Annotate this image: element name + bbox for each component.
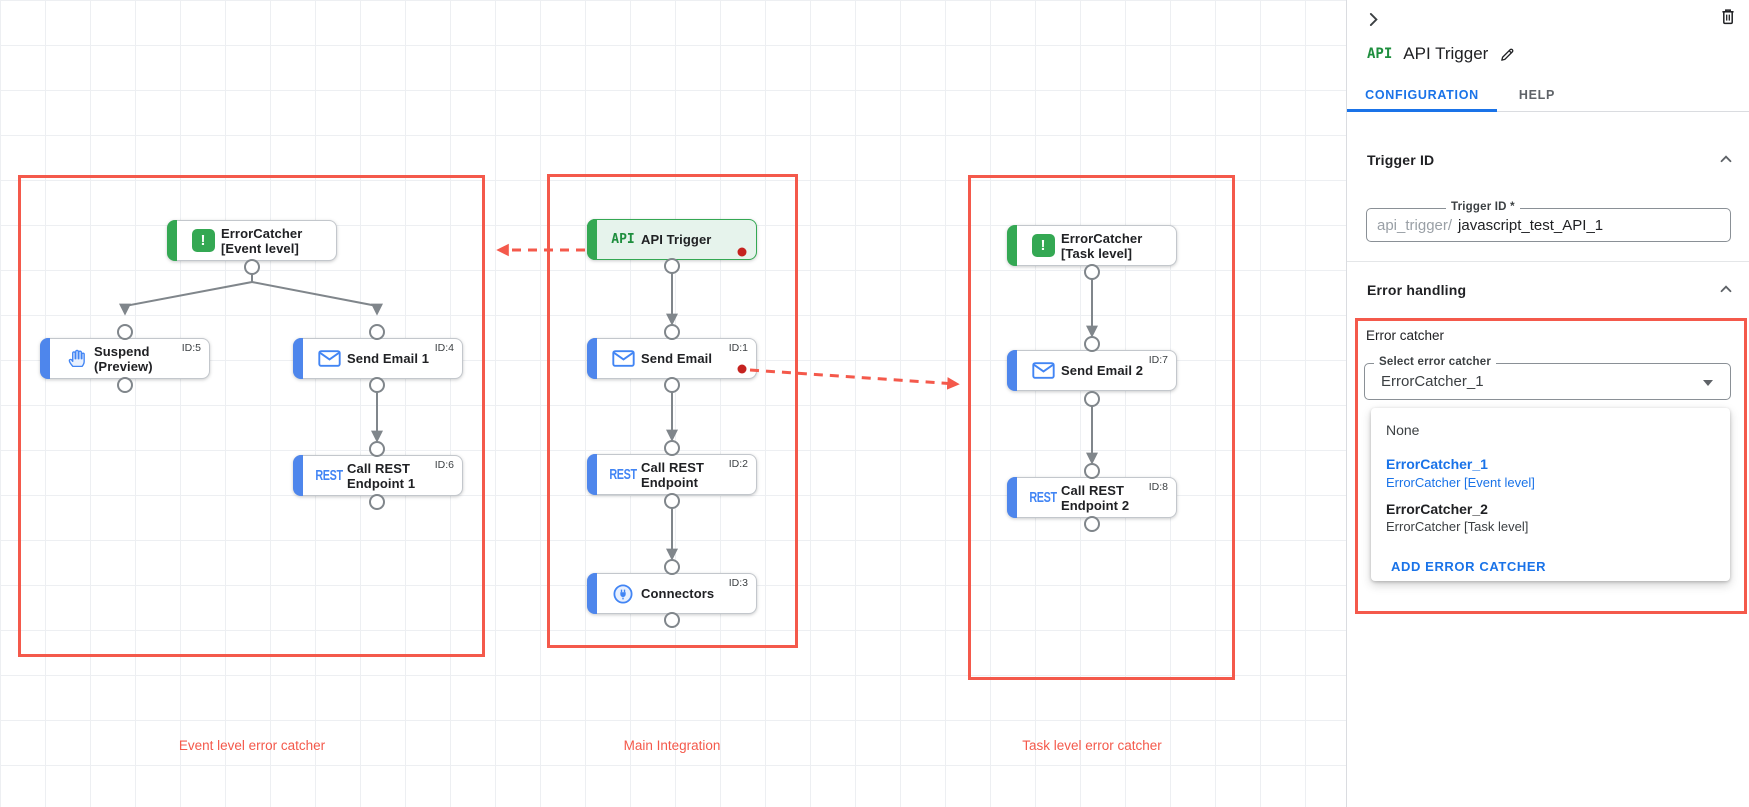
collapse-error-handling-section-button[interactable] bbox=[1719, 282, 1733, 296]
main-integration-annotation-box bbox=[547, 174, 798, 648]
node-color-bar bbox=[167, 220, 177, 261]
task-level-group-label: Task level error catcher bbox=[1022, 738, 1162, 753]
node-color-bar bbox=[293, 455, 303, 496]
delete-trigger-button[interactable] bbox=[1719, 7, 1737, 26]
node-color-bar bbox=[587, 338, 597, 379]
node-api-trigger[interactable]: API API Trigger bbox=[587, 219, 757, 260]
node-send-email[interactable]: Send Email ID:1 bbox=[587, 338, 757, 379]
error-catcher-icon: ! bbox=[191, 229, 215, 252]
node-label: Connectors bbox=[641, 586, 715, 601]
dropdown-caret-icon bbox=[1703, 380, 1713, 386]
event-level-group-label: Event level error catcher bbox=[178, 738, 326, 753]
node-label: Suspend (Preview) bbox=[94, 343, 153, 374]
node-color-bar bbox=[587, 454, 597, 495]
trigger-id-field-label: Trigger ID * bbox=[1446, 201, 1520, 213]
node-label: Send Email 2 bbox=[1061, 363, 1144, 378]
error-catcher-dropdown-menu: None ErrorCatcher_1 ErrorCatcher [Event … bbox=[1371, 408, 1730, 581]
node-call-rest-endpoint-2[interactable]: REST Call REST Endpoint 2 ID:8 bbox=[1007, 477, 1177, 518]
node-call-rest-endpoint-1[interactable]: REST Call REST Endpoint 1 ID:6 bbox=[293, 455, 463, 496]
tab-configuration[interactable]: CONFIGURATION bbox=[1365, 88, 1479, 102]
add-error-catcher-button[interactable]: ADD ERROR CATCHER bbox=[1391, 559, 1547, 574]
chevron-right-icon bbox=[1369, 13, 1378, 26]
trigger-id-value: javascript_test_API_1 bbox=[1458, 216, 1604, 234]
node-label: API Trigger bbox=[641, 232, 712, 247]
hand-icon bbox=[58, 348, 94, 369]
panel-title: API Trigger bbox=[1403, 44, 1489, 63]
error-catcher-annotation-box bbox=[1355, 318, 1747, 614]
node-id-badge: ID:6 bbox=[434, 459, 454, 471]
node-id-badge: ID:2 bbox=[728, 458, 748, 470]
chevron-up-icon bbox=[1720, 155, 1732, 163]
api-icon: API bbox=[611, 232, 635, 247]
node-id-badge: ID:4 bbox=[434, 342, 454, 354]
select-error-catcher-field[interactable]: Select error catcher ErrorCatcher_1 bbox=[1364, 356, 1731, 400]
node-color-bar bbox=[587, 219, 597, 260]
error-handling-section-heading: Error handling bbox=[1367, 282, 1467, 298]
trash-icon bbox=[1722, 9, 1734, 25]
dropdown-option-errorcatcher-2[interactable]: ErrorCatcher_2 bbox=[1386, 501, 1488, 517]
node-label: Call REST Endpoint 2 bbox=[1061, 482, 1130, 513]
node-id-badge: ID:1 bbox=[728, 342, 748, 354]
error-catcher-icon: ! bbox=[1031, 234, 1055, 257]
node-color-bar bbox=[1007, 350, 1017, 391]
node-label: ErrorCatcher [Task level] bbox=[1061, 230, 1143, 261]
node-send-email-1[interactable]: Send Email 1 ID:4 bbox=[293, 338, 463, 379]
node-id-badge: ID:5 bbox=[181, 342, 201, 354]
trigger-id-section-heading: Trigger ID bbox=[1367, 152, 1435, 168]
error-catcher-label: Error catcher bbox=[1366, 328, 1445, 343]
node-id-badge: ID:8 bbox=[1148, 481, 1168, 493]
node-errorcatcher-task-level[interactable]: ! ErrorCatcher [Task level] bbox=[1007, 225, 1177, 266]
select-error-catcher-value: ErrorCatcher_1 bbox=[1381, 373, 1484, 390]
connector-icon bbox=[605, 583, 641, 605]
task-level-annotation-box bbox=[968, 175, 1235, 680]
mail-icon bbox=[605, 350, 641, 367]
node-suspend-preview[interactable]: Suspend (Preview) ID:5 bbox=[40, 338, 210, 379]
event-level-annotation-box bbox=[18, 175, 485, 657]
node-id-badge: ID:3 bbox=[728, 577, 748, 589]
node-color-bar bbox=[587, 573, 597, 614]
node-color-bar bbox=[1007, 225, 1017, 266]
node-label: ErrorCatcher [Event level] bbox=[221, 225, 303, 256]
panel-tabs: CONFIGURATION HELP bbox=[1347, 78, 1749, 112]
node-color-bar bbox=[1007, 477, 1017, 518]
node-errorcatcher-event-level[interactable]: ! ErrorCatcher [Event level] bbox=[167, 220, 337, 261]
node-send-email-2[interactable]: Send Email 2 ID:7 bbox=[1007, 350, 1177, 391]
section-divider bbox=[1347, 261, 1749, 262]
active-tab-underline bbox=[1347, 109, 1497, 112]
node-label: Call REST Endpoint 1 bbox=[347, 460, 416, 491]
node-connectors[interactable]: Connectors ID:3 bbox=[587, 573, 757, 614]
rest-icon: REST bbox=[315, 467, 343, 484]
collapse-panel-button[interactable] bbox=[1365, 11, 1382, 28]
main-integration-group-label: Main Integration bbox=[623, 738, 721, 753]
dropdown-option-errorcatcher-2-desc[interactable]: ErrorCatcher [Task level] bbox=[1386, 519, 1529, 534]
collapse-trigger-id-section-button[interactable] bbox=[1719, 152, 1733, 166]
dropdown-option-errorcatcher-1-desc[interactable]: ErrorCatcher [Event level] bbox=[1386, 475, 1535, 490]
node-label: Call REST Endpoint bbox=[641, 459, 705, 490]
node-id-badge: ID:7 bbox=[1148, 354, 1168, 366]
mail-icon bbox=[311, 350, 347, 367]
config-side-panel: API API Trigger CONFIGURATION HELP Trigg… bbox=[1346, 0, 1749, 807]
workflow-canvas[interactable]: Event level error catcher Main Integrati… bbox=[0, 0, 1346, 807]
rest-icon: REST bbox=[609, 466, 637, 483]
rest-icon: REST bbox=[1029, 489, 1057, 506]
pencil-icon bbox=[1501, 48, 1514, 61]
mail-icon bbox=[1025, 362, 1061, 379]
node-color-bar bbox=[40, 338, 50, 379]
chevron-up-icon bbox=[1720, 285, 1732, 293]
node-call-rest-endpoint[interactable]: REST Call REST Endpoint ID:2 bbox=[587, 454, 757, 495]
trigger-id-prefix: api_trigger/ bbox=[1377, 216, 1453, 234]
edit-title-button[interactable] bbox=[1499, 46, 1516, 63]
node-label: Send Email 1 bbox=[347, 351, 430, 366]
trigger-id-field[interactable]: Trigger ID * api_trigger/ javascript_tes… bbox=[1366, 201, 1731, 242]
dropdown-option-none[interactable]: None bbox=[1386, 422, 1420, 438]
node-color-bar bbox=[293, 338, 303, 379]
tab-help[interactable]: HELP bbox=[1518, 88, 1556, 102]
api-trigger-icon: API bbox=[1367, 46, 1393, 62]
node-label: Send Email bbox=[641, 351, 713, 366]
select-error-catcher-label: Select error catcher bbox=[1374, 356, 1497, 368]
dropdown-option-errorcatcher-1[interactable]: ErrorCatcher_1 bbox=[1386, 456, 1488, 472]
